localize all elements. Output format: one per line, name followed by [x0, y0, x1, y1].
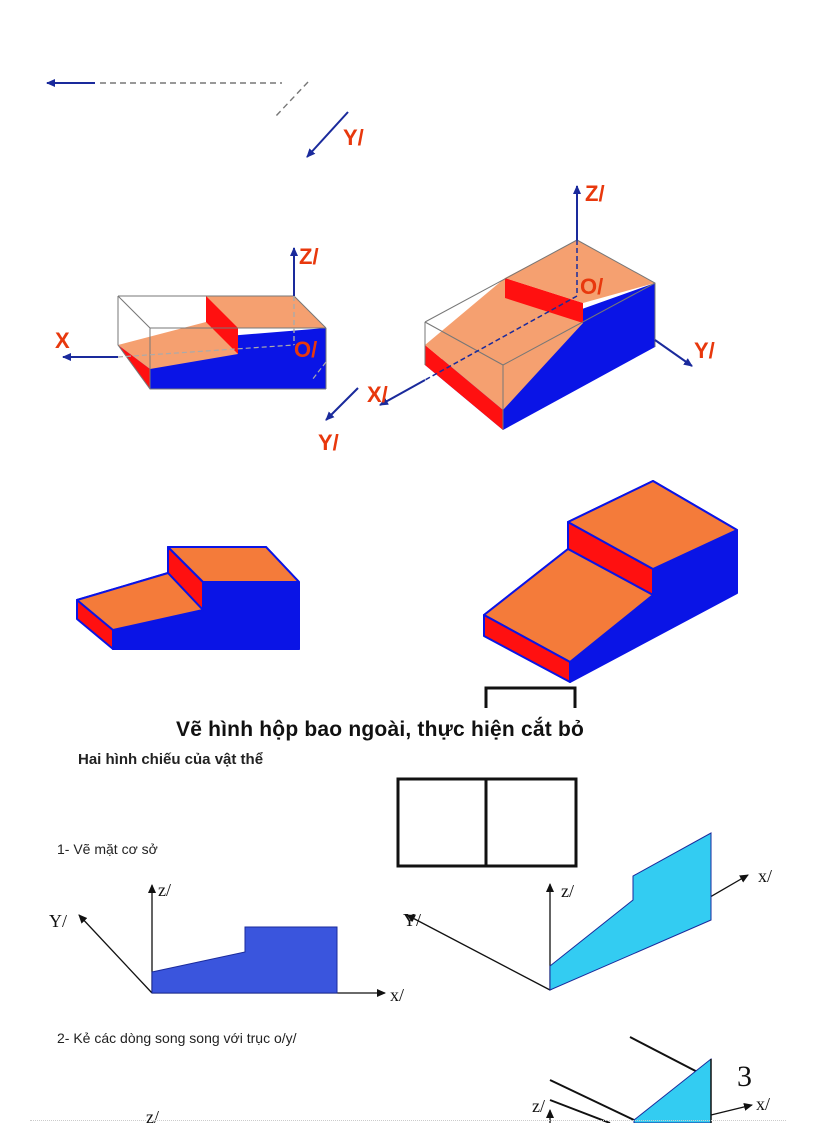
x-label-left: X: [55, 328, 70, 353]
bottom-rule: [30, 1120, 786, 1121]
axis-label-z4: z/: [146, 1107, 159, 1127]
y-prime-label-left: Y/: [318, 430, 339, 455]
x-prime-label-right: X/: [367, 382, 388, 407]
y-prime-label-top: Y/: [343, 125, 364, 150]
top-axis-fragment: [46, 79, 349, 158]
o-prime-label-left: O/: [294, 337, 318, 362]
axis-label-z2: z/: [561, 881, 574, 901]
stepped-object-left: [76, 546, 300, 650]
axis-label-x2: x/: [758, 866, 773, 886]
axis-label-z3: z/: [532, 1096, 545, 1116]
top-view-bracket: [484, 686, 577, 708]
z-prime-label-left: Z/: [299, 244, 319, 269]
front-view: [396, 777, 578, 868]
o-prime-label-right: O/: [580, 274, 604, 299]
subheading: Hai hình chiếu của vật thể: [78, 751, 264, 768]
step-1: 1- Vẽ mặt cơ sở: [57, 841, 158, 857]
base-face-diagram: [78, 884, 386, 997]
stepped-object-right: [483, 480, 738, 683]
axis-label-y2: Y/: [403, 910, 421, 930]
page-number: 3: [737, 1060, 752, 1093]
right-block-with-axes: [379, 185, 693, 430]
slanted-face-diagram: [406, 832, 749, 991]
step-2: 2- Kẻ các dòng song song với trục o/y/: [57, 1030, 297, 1046]
left-block-with-axes: [62, 247, 359, 421]
y-prime-label-right: Y/: [694, 338, 715, 363]
axis-label-z1: z/: [158, 880, 171, 900]
heading: Vẽ hình hộp bao ngoài, thực hiện cắt bỏ: [176, 718, 585, 741]
axis-label-x1: x/: [390, 985, 405, 1005]
partial-box-diagram: [546, 1036, 753, 1123]
axis-label-y1: Y/: [49, 911, 67, 931]
z-prime-label-right: Z/: [585, 181, 605, 206]
axis-label-x3: x/: [756, 1094, 771, 1114]
